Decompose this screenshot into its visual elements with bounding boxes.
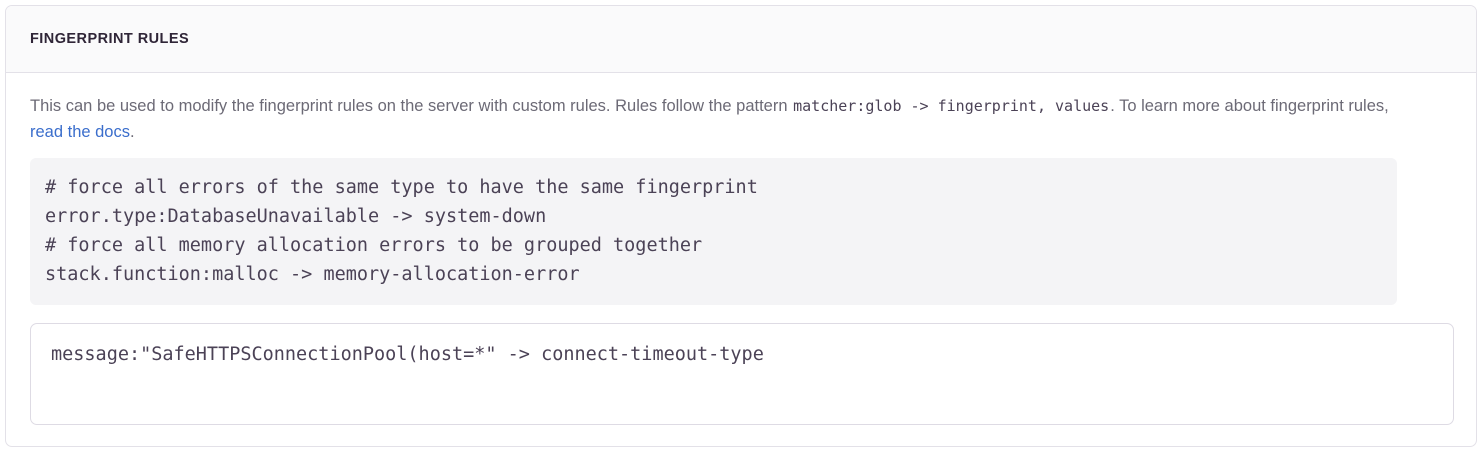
- read-the-docs-link[interactable]: read the docs: [30, 123, 130, 141]
- code-line: stack.function:malloc -> memory-allocati…: [45, 264, 580, 285]
- page-title: FINGERPRINT RULES: [30, 31, 190, 47]
- fingerprint-rules-panel: FINGERPRINT RULES This can be used to mo…: [5, 5, 1477, 447]
- inline-code-pattern: matcher:glob -> fingerprint, values: [793, 97, 1110, 115]
- panel-body: This can be used to modify the fingerpri…: [6, 73, 1476, 425]
- example-rules-code-block: # force all errors of the same type to h…: [30, 158, 1397, 305]
- description-tail: .: [129, 123, 135, 141]
- code-line: error.type:DatabaseUnavailable -> system…: [45, 206, 547, 227]
- panel-description: This can be used to modify the fingerpri…: [30, 93, 1395, 145]
- description-lead: This can be used to modify the fingerpri…: [30, 97, 793, 115]
- code-line: # force all errors of the same type to h…: [45, 177, 758, 198]
- panel-header: FINGERPRINT RULES: [6, 6, 1476, 73]
- code-line: # force all memory allocation errors to …: [45, 235, 703, 256]
- fingerprint-rules-input[interactable]: [30, 323, 1454, 425]
- description-middle: . To learn more about fingerprint rules,: [1110, 97, 1389, 115]
